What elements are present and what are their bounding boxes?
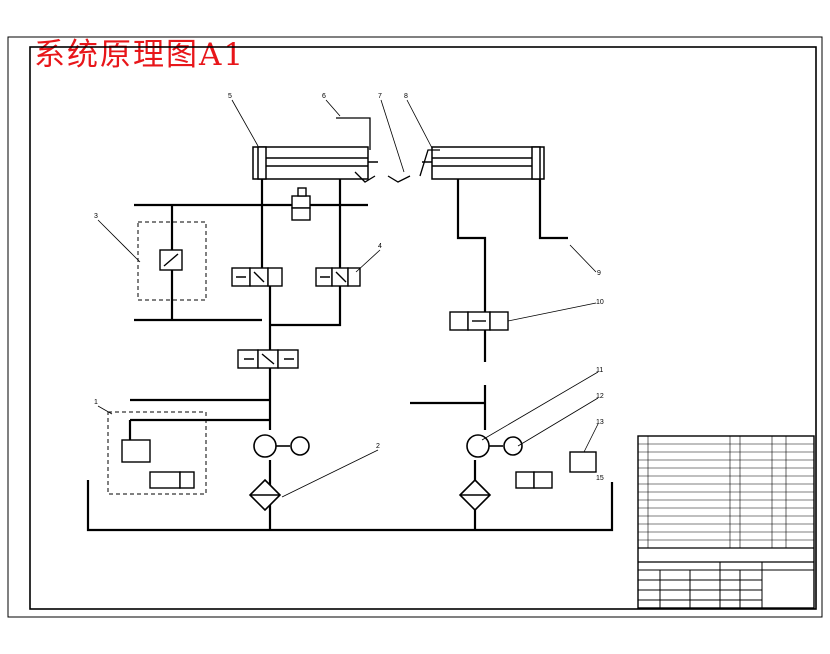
valve-12 [515, 471, 553, 489]
dashed-box-3 [137, 221, 207, 301]
callout-2: 2 [376, 443, 380, 450]
title-block [637, 435, 815, 609]
parts-list-grid [638, 436, 814, 548]
pump-left [253, 434, 310, 458]
callout-7: 7 [378, 93, 382, 100]
sheet-title: 系统原理图A1 [34, 37, 246, 73]
callout-3: 3 [94, 213, 98, 220]
relief-valve-13 [569, 451, 597, 473]
inner-frame [29, 46, 817, 610]
callout-12: 12 [596, 393, 604, 400]
valve-center [237, 349, 299, 369]
linkage [336, 117, 440, 183]
callout-5: 5 [228, 93, 232, 100]
valve-top-small [291, 187, 311, 221]
leader-lines [97, 99, 599, 498]
callout-1: 1 [94, 399, 98, 406]
callout-6: 6 [322, 93, 326, 100]
callout-9: 9 [597, 270, 601, 277]
valve-4 [315, 267, 361, 287]
relief-valve-3 [159, 249, 183, 271]
callout-15: 15 [596, 475, 604, 482]
pressure-valve-1 [121, 439, 195, 489]
callout-11: 11 [596, 367, 603, 374]
outer-border [7, 36, 823, 618]
valve-10 [449, 311, 509, 331]
pump-right [466, 434, 523, 458]
callouts: 5 6 7 8 3 4 9 10 11 12 13 15 1 2 [94, 93, 604, 482]
callout-13: 13 [596, 419, 604, 426]
callout-8: 8 [404, 93, 408, 100]
callout-10: 10 [596, 299, 604, 306]
filter-right [458, 478, 492, 512]
filter-left [248, 478, 282, 512]
right-cylinder [422, 146, 545, 180]
callout-4: 4 [378, 243, 382, 250]
left-cylinder [252, 146, 378, 180]
valve-2-left [231, 267, 283, 287]
dashed-box-1 [107, 411, 207, 495]
